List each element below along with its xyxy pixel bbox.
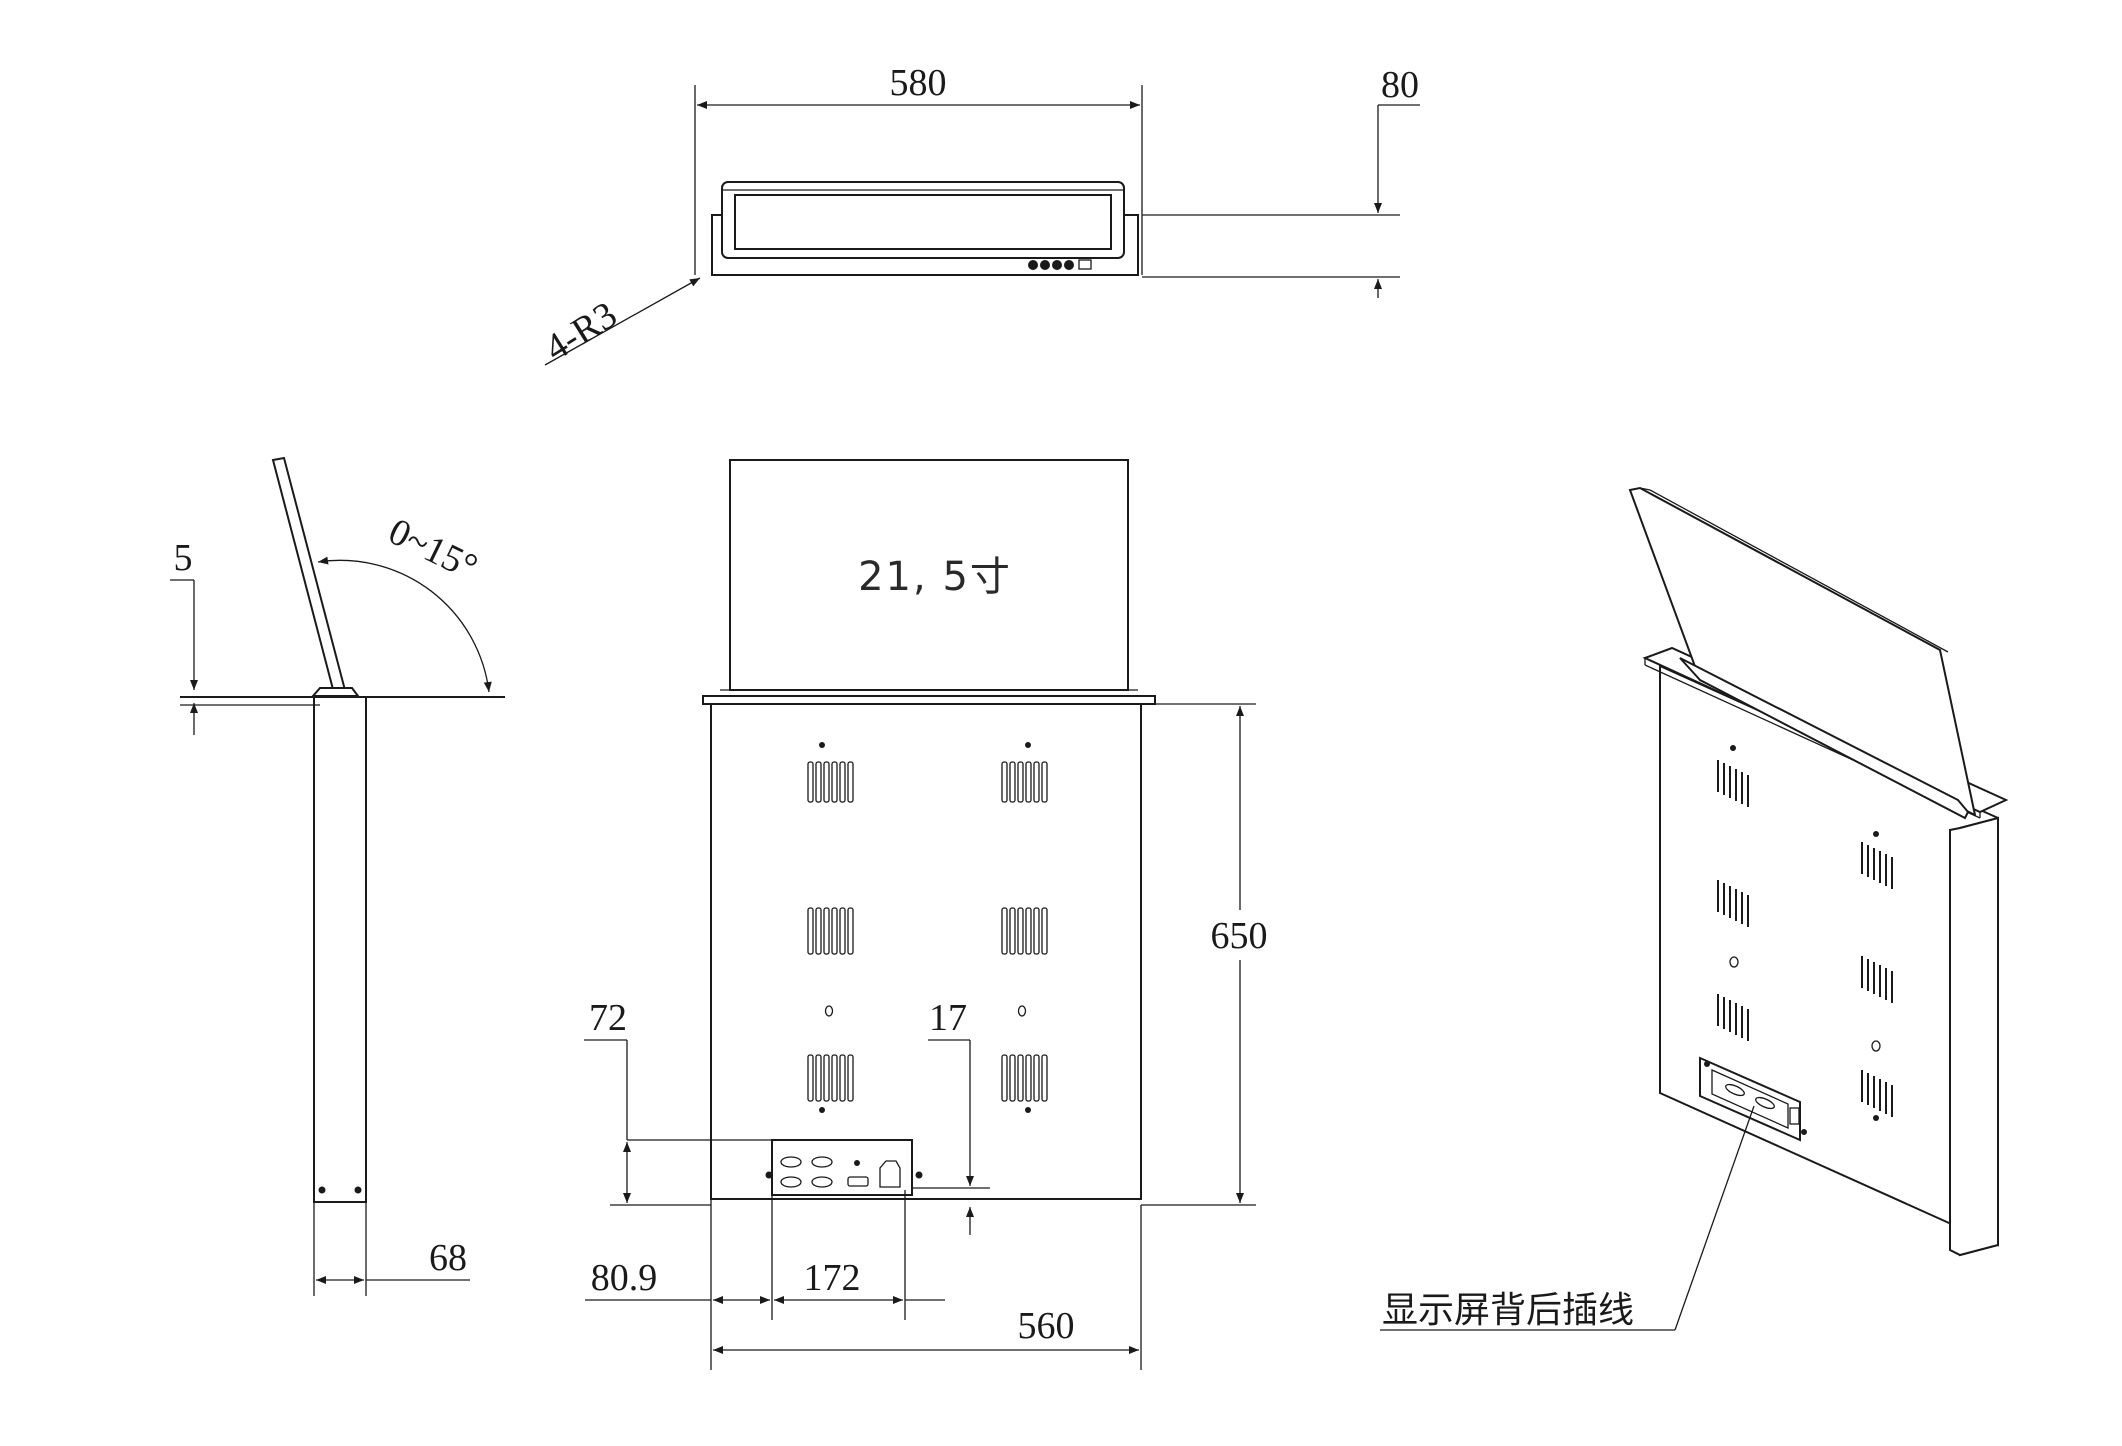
depth-label: 68 bbox=[429, 1237, 467, 1279]
vent-grille bbox=[1001, 907, 1048, 955]
iso-connector-panel bbox=[1699, 1056, 1807, 1142]
front-view: 21, 5寸 bbox=[584, 459, 1280, 1370]
top-monitor-screen bbox=[734, 194, 1112, 250]
usb-port-icon bbox=[1078, 259, 1092, 270]
height-650-label: 650 bbox=[1211, 915, 1268, 957]
total-width-label: 560 bbox=[1018, 1305, 1075, 1347]
front-top-plate bbox=[702, 695, 1156, 705]
radius-label: 4-R3 bbox=[538, 294, 625, 370]
button-icon bbox=[1028, 260, 1038, 270]
button-icon bbox=[1064, 260, 1074, 270]
side-monitor bbox=[271, 456, 348, 699]
angle-label: 0~15° bbox=[382, 510, 484, 588]
iso-screen bbox=[1628, 486, 1977, 817]
vent-grille bbox=[807, 907, 854, 955]
offset-label: 5 bbox=[174, 537, 193, 579]
panel-height-label: 72 bbox=[589, 997, 627, 1039]
front-housing bbox=[710, 703, 1142, 1200]
iso-vents bbox=[1717, 745, 1893, 1121]
side-column bbox=[313, 696, 367, 1203]
vent-grille bbox=[1001, 742, 1048, 803]
connector-panel bbox=[765, 1139, 923, 1196]
panel-width-label: 172 bbox=[804, 1257, 861, 1299]
side-view: 0~15° 5 68 bbox=[170, 456, 505, 1296]
top-height-label: 80 bbox=[1381, 64, 1419, 106]
panel-offset-label: 80.9 bbox=[591, 1257, 658, 1299]
panel-gap-label: 17 bbox=[929, 997, 967, 1039]
rear-cable-callout: 显示屏背后插线 bbox=[1382, 1290, 1634, 1331]
top-width-label: 580 bbox=[890, 62, 947, 104]
button-icon bbox=[1040, 260, 1050, 270]
top-view: 580 80 4-R3 bbox=[538, 62, 1420, 370]
vent-grille bbox=[807, 1054, 854, 1113]
vent-grille bbox=[807, 742, 854, 803]
screen-size-label: 21, 5寸 bbox=[858, 554, 1012, 600]
vent-grille bbox=[1001, 1054, 1048, 1113]
front-screen bbox=[729, 459, 1129, 691]
isometric-view: 显示屏背后插线 bbox=[1380, 486, 2009, 1331]
button-icon bbox=[1052, 260, 1062, 270]
